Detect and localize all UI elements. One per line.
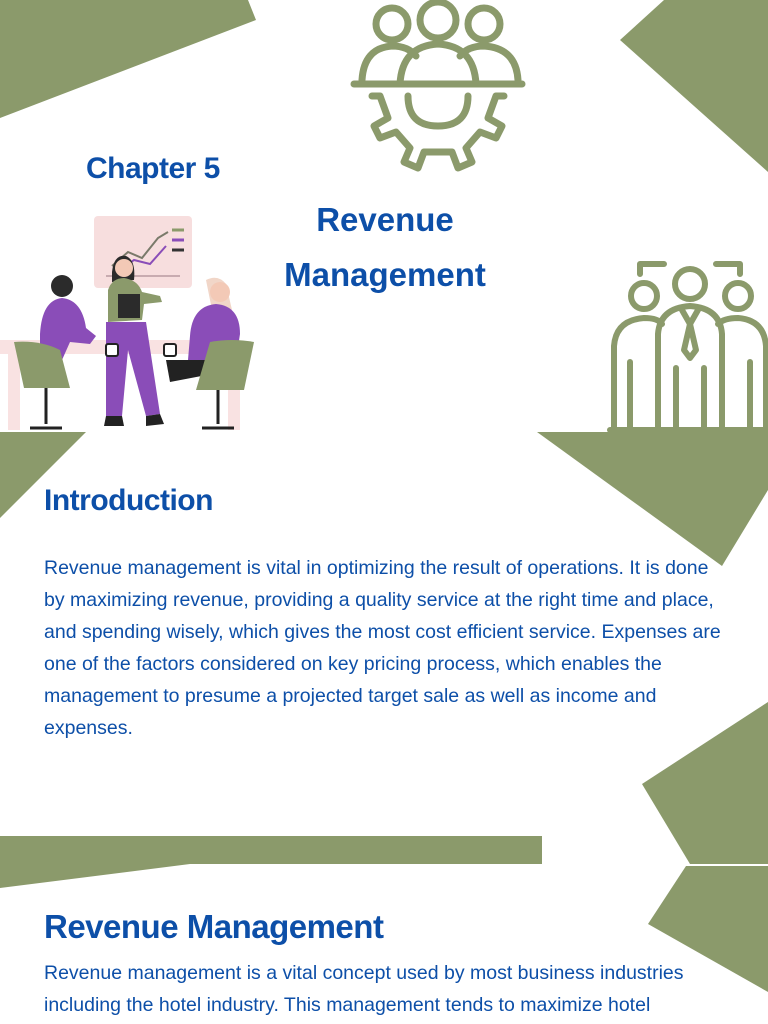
revenue-management-body: Revenue management is a vital concept us… — [44, 962, 684, 1016]
introduction-body: Revenue management is vital in optimizin… — [44, 557, 721, 739]
right-mid-triangle — [537, 432, 768, 566]
band-strip — [0, 836, 542, 888]
team-gear-icon — [350, 0, 526, 172]
left-mid-triangle — [0, 432, 86, 518]
page-title-line1: Revenue — [316, 201, 454, 238]
whiteboard — [94, 216, 192, 288]
page-title: Revenue Management — [270, 192, 500, 302]
meeting-illustration — [0, 216, 254, 430]
top-right-triangle — [620, 0, 768, 172]
introduction-heading: Introduction — [44, 484, 213, 517]
right-lower-triangle — [642, 702, 768, 864]
chapter-label: Chapter 5 — [86, 152, 220, 185]
right-bottom-triangle — [648, 866, 768, 992]
revenue-management-heading: Revenue Management — [44, 908, 384, 945]
top-left-banner — [0, 0, 256, 118]
page-title-line2: Management — [284, 256, 486, 293]
business-team-icon — [607, 261, 768, 433]
